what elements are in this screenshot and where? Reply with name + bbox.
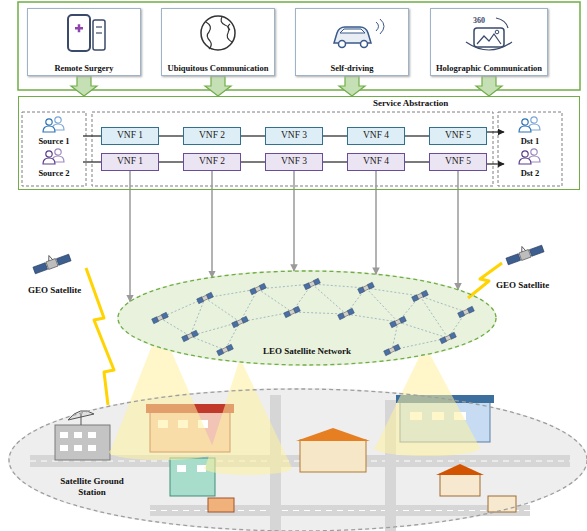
vnf-box: VNF 4 [347, 127, 405, 145]
node-label: Holographic Communication [436, 63, 542, 73]
node-label: Satellite Ground Station [46, 476, 138, 498]
node-label: Service Abstraction [373, 98, 448, 109]
vnf-box: VNF 3 [265, 127, 323, 145]
chain-link [159, 161, 183, 162]
user-icon [43, 151, 55, 164]
service-card: Remote Surgery [27, 8, 141, 76]
chain-link [405, 135, 429, 136]
car-icon [334, 19, 384, 48]
service-chain-panel: Service AbstractionSource 1 VNF 1 VNF 2 VNF… [18, 96, 580, 190]
vnf-box: VNF 5 [429, 127, 487, 145]
node-label: VNF 2 [199, 130, 225, 141]
node-label: VNF 1 [117, 130, 143, 141]
node-label: Dst 2 [521, 168, 540, 178]
surgery-icon [68, 15, 105, 51]
node-label: VNF 5 [445, 130, 471, 141]
hologram-icon [466, 18, 512, 50]
ellipse-border [118, 271, 496, 365]
leo-satellites [152, 278, 475, 355]
node-label: VNF 2 [199, 156, 225, 167]
geo-link [86, 268, 114, 405]
service-card: Self-driving [295, 8, 409, 76]
user-icon [519, 119, 531, 132]
ellipse-border [9, 389, 587, 531]
source-group [22, 112, 86, 186]
chain-link [83, 135, 101, 136]
mapping-arrow [375, 171, 377, 274]
node-label: Source 1 [38, 136, 69, 146]
destination-group [498, 112, 562, 186]
chain-link [241, 161, 265, 162]
chain-link [487, 163, 504, 164]
user-icon [519, 151, 531, 164]
node-label: VNF 5 [445, 156, 471, 167]
node-label: LEO Satellite Network [263, 346, 351, 357]
vnf-box: VNF 1 [101, 153, 159, 171]
node-label: Source 2 [38, 168, 69, 178]
ground-area [8, 388, 587, 531]
ground-region: Satellite Ground Station [8, 388, 587, 531]
user-node: Source 1 [25, 117, 83, 147]
chain-link [323, 135, 347, 136]
chain-link [241, 135, 265, 136]
abstraction-arrow [476, 76, 502, 96]
node-label: Dst 1 [521, 136, 540, 146]
chain-link [159, 135, 183, 136]
node-label: VNF 3 [281, 156, 307, 167]
chain-link [323, 161, 347, 162]
chain-link [487, 131, 504, 132]
ellipse-outline [8, 388, 587, 531]
user-node: Dst 2 [504, 149, 556, 179]
vnf-group [92, 112, 493, 186]
node-label: VNF 1 [117, 156, 143, 167]
node-label: Ubiquitous Communication [168, 63, 269, 73]
mapping-arrow [293, 171, 295, 271]
user-icon [43, 119, 55, 132]
node-label: 360 [473, 16, 485, 26]
leo-area [117, 270, 497, 366]
node-label: VNF 4 [363, 130, 389, 141]
geo-satellite [31, 249, 71, 274]
mapping-arrow [211, 171, 213, 277]
mapping-arrow [457, 171, 459, 290]
geo-satellite [504, 240, 544, 265]
vnf-box: VNF 3 [265, 153, 323, 171]
satellite-label: GEO Satellite [28, 285, 81, 296]
user-node: Source 2 [25, 149, 83, 179]
vnf-box: VNF 5 [429, 153, 487, 171]
inter-satellite-links [160, 284, 466, 350]
chain-link [405, 161, 429, 162]
service-card: 360Holographic Communication [430, 8, 548, 76]
vnf-box: VNF 4 [347, 153, 405, 171]
roads [30, 395, 570, 531]
node-label: VNF 4 [363, 156, 389, 167]
abstraction-arrow [339, 76, 365, 96]
user-node: Dst 1 [504, 117, 556, 147]
node-label: VNF 3 [281, 130, 307, 141]
vnf-box: VNF 2 [183, 127, 241, 145]
mapping-arrow [129, 171, 131, 302]
abstraction-arrow [205, 76, 231, 96]
node-label: Self-driving [331, 63, 374, 73]
node-label: Remote Surgery [54, 63, 113, 73]
service-card: Ubiquitous Communication [161, 8, 275, 76]
globe-icon [201, 16, 235, 50]
chain-link [83, 161, 101, 162]
satellite-label: GEO Satellite [496, 280, 549, 291]
leo-network: LEO Satellite Network [117, 270, 497, 366]
vnf-box: VNF 1 [101, 127, 159, 145]
vnf-box: VNF 2 [183, 153, 241, 171]
abstraction-arrow [71, 76, 97, 96]
